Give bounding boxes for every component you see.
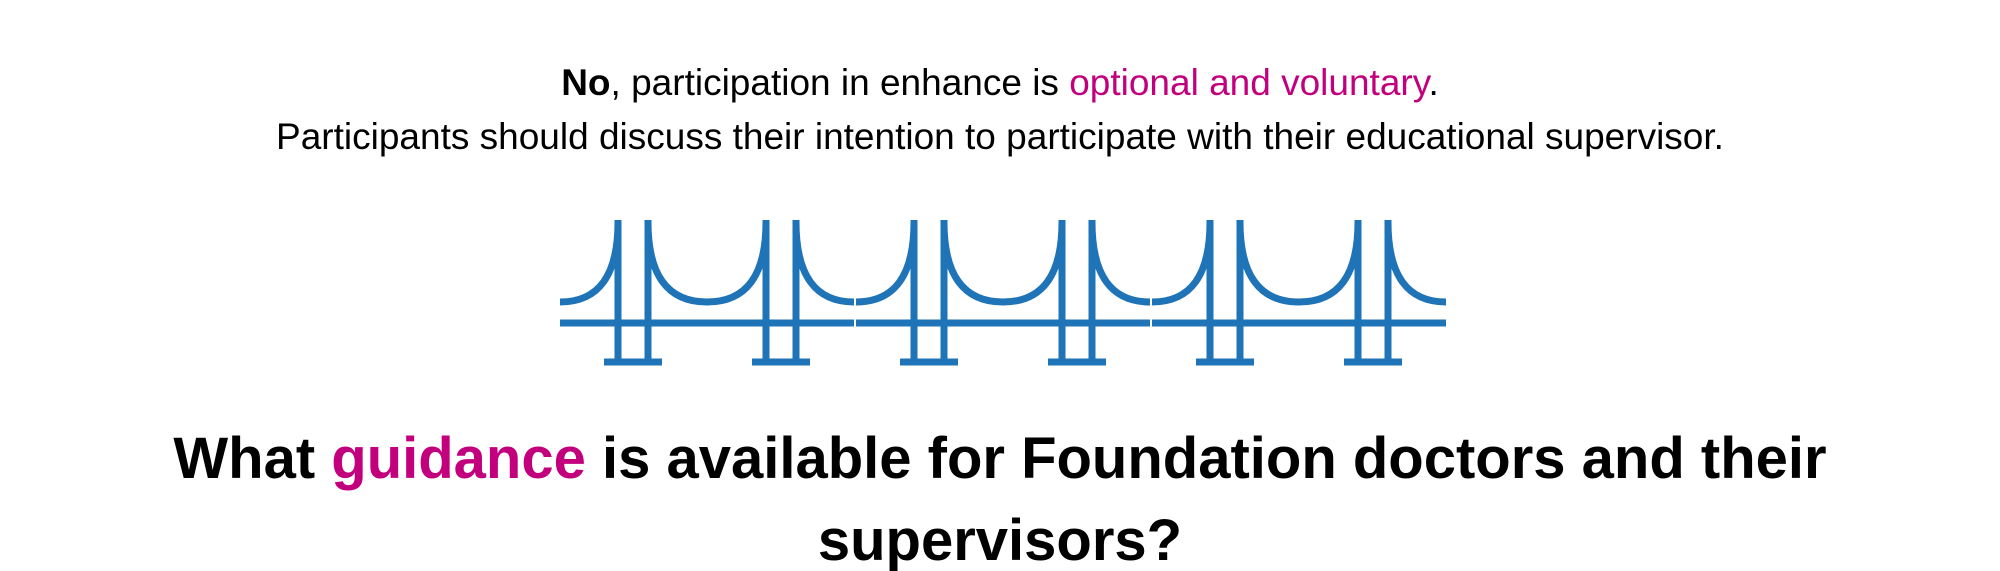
answer-line-2: Participants should discuss their intent…	[276, 116, 1724, 157]
answer-highlight: optional and voluntary	[1069, 62, 1429, 103]
answer-text: No, participation in enhance is optional…	[0, 56, 2000, 164]
heading-highlight: guidance	[331, 426, 586, 491]
answer-text-1: , participation in enhance is	[610, 62, 1070, 103]
bridges-illustration	[560, 218, 1446, 368]
suspension-bridge-icon	[856, 220, 1150, 364]
heading-part-1: What	[173, 426, 332, 491]
suspension-bridge-icon	[560, 220, 854, 364]
answer-text-2: .	[1428, 62, 1439, 103]
answer-no: No	[561, 62, 611, 103]
section-heading: What guidance is available for Foundatio…	[0, 418, 2000, 571]
answer-line-1: No, participation in enhance is optional…	[0, 56, 2000, 110]
heading-part-2: is available for Foundation doctors and …	[585, 426, 1827, 571]
suspension-bridge-icon	[1152, 220, 1446, 364]
